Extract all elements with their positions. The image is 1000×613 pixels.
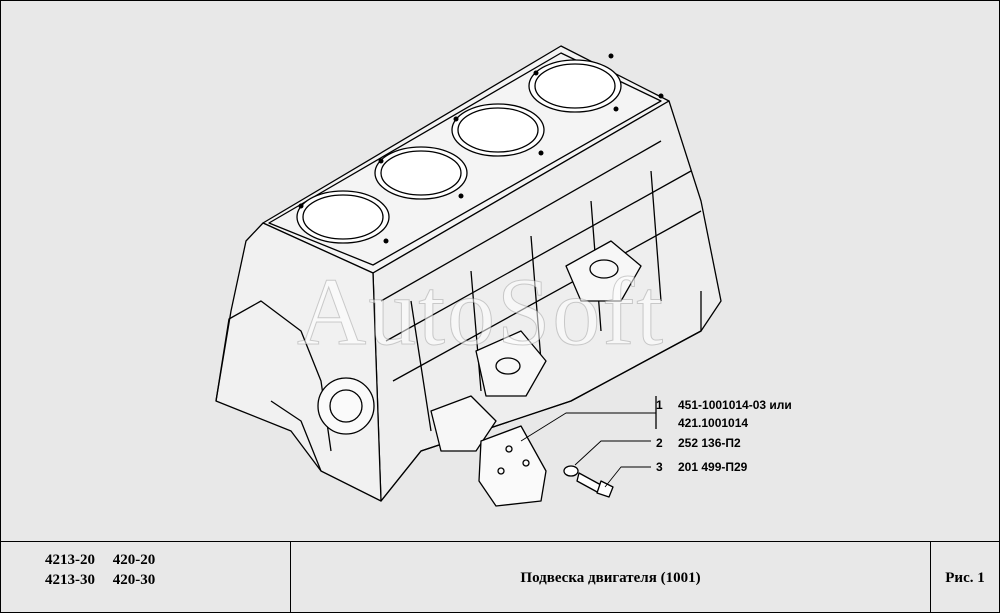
model-code: 4213-20 xyxy=(45,552,95,568)
callout-number: 1 xyxy=(656,398,663,412)
model-row: 4213-30 420-30 xyxy=(45,572,155,589)
models-cell: 4213-20 420-20 4213-30 420-30 xyxy=(1,542,291,613)
page-title: Подвеска двигателя (1001) xyxy=(520,570,701,586)
callout-part-number: 252 136-П2 xyxy=(678,436,741,450)
model-variant: 420-20 xyxy=(112,552,156,568)
figure-cell: Рис. 1 xyxy=(931,542,999,613)
model-row: 4213-20 420-20 xyxy=(45,552,155,569)
figure-label: Рис. 1 xyxy=(945,570,985,586)
callout-part-number: 421.1001014 xyxy=(678,416,749,430)
model-variant: 420-30 xyxy=(112,572,156,588)
engine-block-illustration xyxy=(215,45,722,507)
callout-number: 2 xyxy=(656,436,663,450)
engine-block-drawing xyxy=(1,1,999,541)
callout-number: 3 xyxy=(656,460,663,474)
callout-part-number: 451-1001014-03 или xyxy=(678,398,792,412)
title-block: 4213-20 420-20 4213-30 420-30 Подвеска д… xyxy=(1,541,999,613)
title-cell: Подвеска двигателя (1001) xyxy=(291,542,931,613)
model-code: 4213-30 xyxy=(45,572,95,588)
callout-part-number: 201 499-П29 xyxy=(678,460,748,474)
